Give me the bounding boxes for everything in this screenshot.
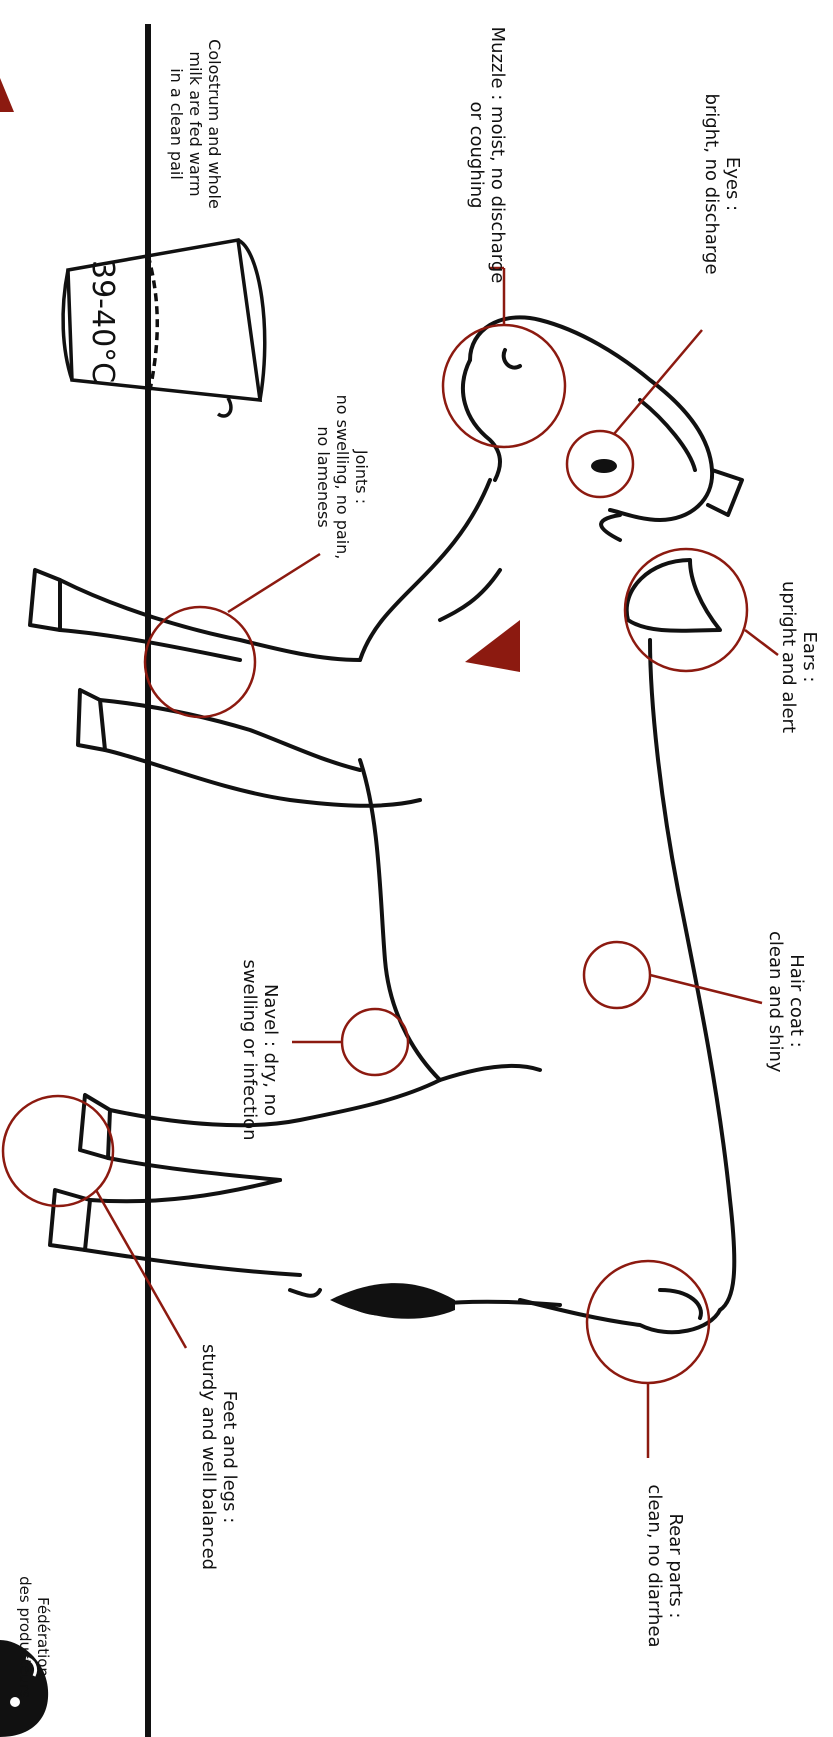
callout-rear: [587, 1261, 709, 1383]
label-colostrum-l1: Colostrum and whole: [204, 32, 223, 216]
federation-logo-text: Fédération des producteurs: [11, 1572, 51, 1702]
calf-outline: [30, 317, 742, 1332]
label-colostrum: Colostrum and whole milk are fed warm in…: [157, 32, 223, 216]
label-muzzle-title: Muzzle : moist, no discharge: [487, 10, 508, 300]
label-joints-l3: no lameness: [313, 392, 332, 562]
callout-haircoat: [584, 942, 650, 1008]
label-haircoat-title: Hair coat :: [786, 931, 807, 1071]
label-haircoat-desc: clean and shiny: [765, 931, 786, 1071]
label-rear-desc: clean, no diarrhea: [644, 1476, 665, 1656]
callout-ears: [625, 549, 747, 671]
label-joints-title: Joints :: [351, 392, 370, 562]
label-navel-title: Navel : dry, no: [260, 950, 281, 1150]
label-navel-desc: swelling or infection: [239, 950, 260, 1150]
label-ears-title: Ears :: [799, 577, 820, 737]
label-rear-title: Rear parts :: [665, 1476, 686, 1656]
warning-triangle-icon: [465, 620, 520, 672]
label-feet-title: Feet and legs :: [219, 1327, 240, 1587]
leader-joints: [228, 554, 320, 612]
label-muzzle-desc: or coughing: [466, 10, 487, 300]
label-joints-l2: no swelling, no pain,: [332, 392, 351, 562]
label-eyes-desc: bright, no discharge: [701, 74, 722, 294]
leader-feet: [96, 1190, 186, 1348]
callouts: [3, 268, 778, 1458]
callout-navel: [342, 1009, 408, 1075]
label-colostrum-l2: milk are fed warm: [185, 32, 204, 216]
label-feet: Feet and legs : sturdy and well balanced: [190, 1327, 240, 1587]
tail-tuft: [330, 1283, 455, 1319]
label-navel: Navel : dry, no swelling or infection: [231, 950, 281, 1150]
logo-line1: Fédération: [33, 1572, 51, 1702]
label-colostrum-l3: in a clean pail: [166, 32, 185, 216]
logo-line2: des producteurs: [16, 1572, 34, 1702]
label-muzzle: Muzzle : moist, no discharge or coughing: [458, 10, 508, 300]
label-haircoat: Hair coat : clean and shiny: [757, 931, 807, 1071]
label-feet-desc: sturdy and well balanced: [198, 1327, 219, 1587]
callout-joints: [145, 607, 255, 717]
corner-triangle-icon: [0, 78, 14, 112]
label-rear: Rear parts : clean, no diarrhea: [636, 1476, 686, 1656]
label-ears: Ears : upright and alert: [770, 577, 820, 737]
calf-eye: [591, 459, 617, 473]
label-eyes: Eyes : bright, no discharge: [693, 74, 743, 294]
pail-temperature: 39-40°C: [85, 260, 120, 383]
leader-haircoat: [650, 975, 762, 1003]
label-joints: Joints : no swelling, no pain, no lamene…: [304, 392, 370, 562]
label-ears-desc: upright and alert: [778, 577, 799, 737]
label-eyes-title: Eyes :: [722, 74, 743, 294]
